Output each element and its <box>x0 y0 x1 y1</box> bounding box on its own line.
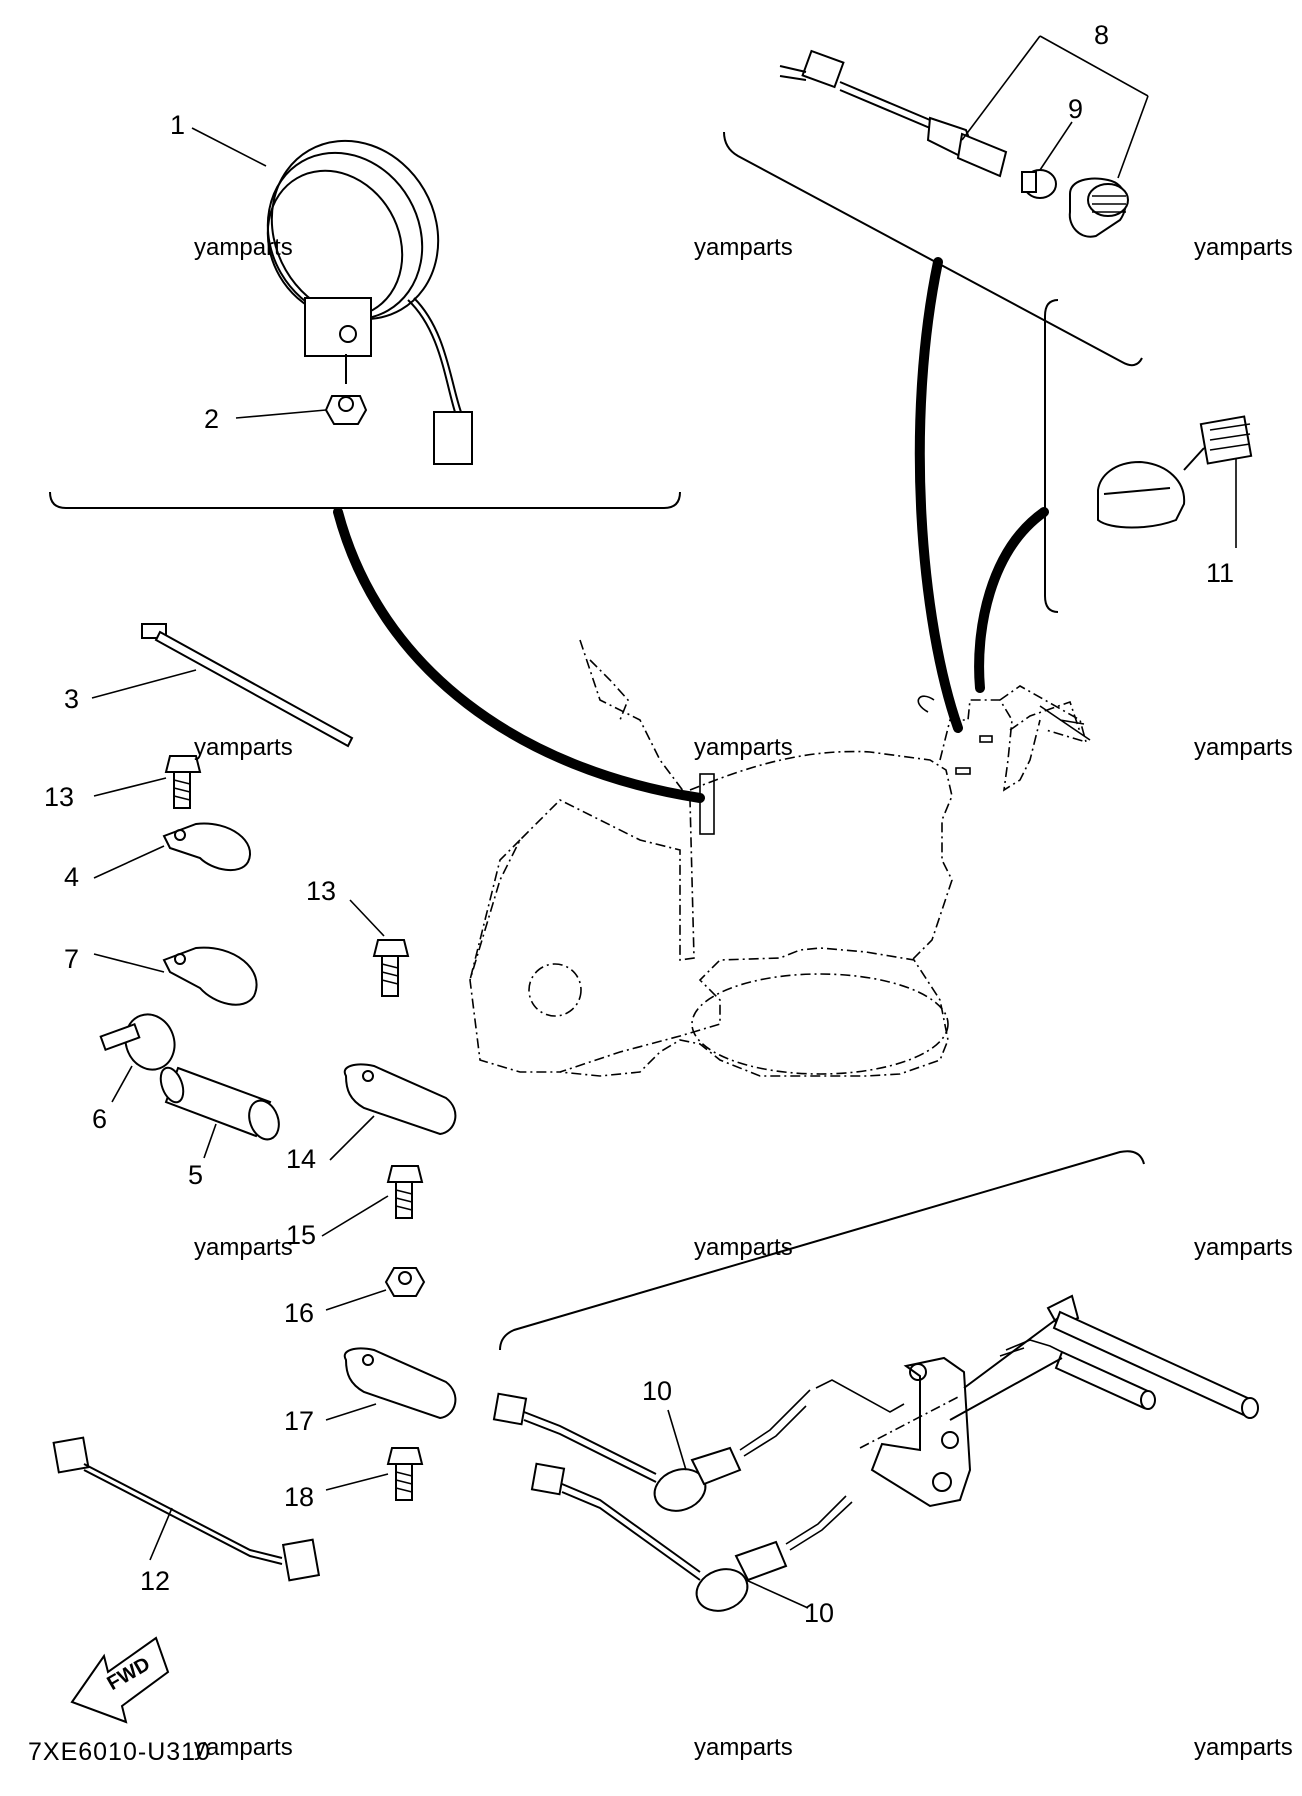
watermark: yamparts <box>694 234 793 261</box>
wire-switch-a <box>914 257 963 733</box>
callout-15: 15 <box>286 1220 317 1250</box>
bracket-sensor <box>499 1150 1145 1351</box>
watermark: yamparts <box>1194 1734 1293 1761</box>
watermark: yamparts <box>694 734 793 761</box>
callout-16: 16 <box>284 1298 315 1328</box>
callout-10b: 10 <box>804 1598 835 1628</box>
callout-2: 2 <box>204 404 220 434</box>
clamp-part-4 <box>162 822 251 872</box>
callout-5: 5 <box>188 1160 204 1190</box>
bolt-part-13b <box>372 939 410 997</box>
bolt-part-15 <box>386 1165 424 1219</box>
callout-9: 9 <box>1068 94 1084 124</box>
watermark: yamparts <box>194 734 293 761</box>
callout-4: 4 <box>64 862 80 892</box>
nut-part-16 <box>384 1267 426 1297</box>
sensor-assembly <box>492 1294 1259 1612</box>
clamp-part-7 <box>162 946 258 1006</box>
watermark: yamparts <box>194 1734 293 1761</box>
switch-cap-part-8 <box>1068 177 1129 238</box>
strap-part-17 <box>343 1347 457 1420</box>
callout-13b: 13 <box>306 876 337 906</box>
watermark: yamparts <box>194 234 293 261</box>
switch-part-11 <box>1097 415 1253 529</box>
bolt-part-18 <box>386 1447 424 1501</box>
machine-outline <box>469 639 1091 1077</box>
callout-13a: 13 <box>44 782 75 812</box>
wire-switch-b <box>974 507 1049 693</box>
callout-17: 17 <box>284 1406 315 1436</box>
bracket-switch-top <box>723 131 1143 367</box>
diagram-code: 7XE6010-U310 <box>28 1738 211 1766</box>
bulb-part-9 <box>1021 169 1057 199</box>
wire-headlight <box>333 507 705 803</box>
cable-tie-part-3 <box>141 623 354 748</box>
nut-part-2 <box>324 395 368 425</box>
callout-6: 6 <box>92 1104 108 1134</box>
callout-14: 14 <box>286 1144 317 1174</box>
work-light-part <box>266 139 473 465</box>
bracket-headlight <box>49 491 681 509</box>
bolt-part-13a <box>164 755 202 809</box>
watermark: yamparts <box>194 1234 293 1261</box>
strap-part-14 <box>343 1063 457 1136</box>
callout-3: 3 <box>64 684 80 714</box>
callout-11: 11 <box>1206 558 1235 588</box>
callout-8: 8 <box>1094 20 1110 50</box>
callout-7: 7 <box>64 944 80 974</box>
harness-part-12 <box>52 1436 321 1582</box>
callout-1: 1 <box>170 110 186 140</box>
callout-12: 12 <box>140 1566 171 1596</box>
watermark: yamparts <box>1194 234 1293 261</box>
switch-part-8 <box>779 49 1008 178</box>
hose-clamp-part-6 <box>99 1013 176 1071</box>
callout-10a: 10 <box>642 1376 673 1406</box>
bracket-switch-right <box>1044 299 1059 613</box>
callout-18: 18 <box>284 1482 315 1512</box>
watermark: yamparts <box>694 1734 793 1761</box>
fwd-arrow-icon <box>70 1636 170 1724</box>
leader-lines <box>91 35 1237 1609</box>
watermark: yamparts <box>1194 734 1293 761</box>
watermark: yamparts <box>1194 1234 1293 1261</box>
watermark: yamparts <box>694 1234 793 1261</box>
sleeve-part-5 <box>159 1066 280 1141</box>
